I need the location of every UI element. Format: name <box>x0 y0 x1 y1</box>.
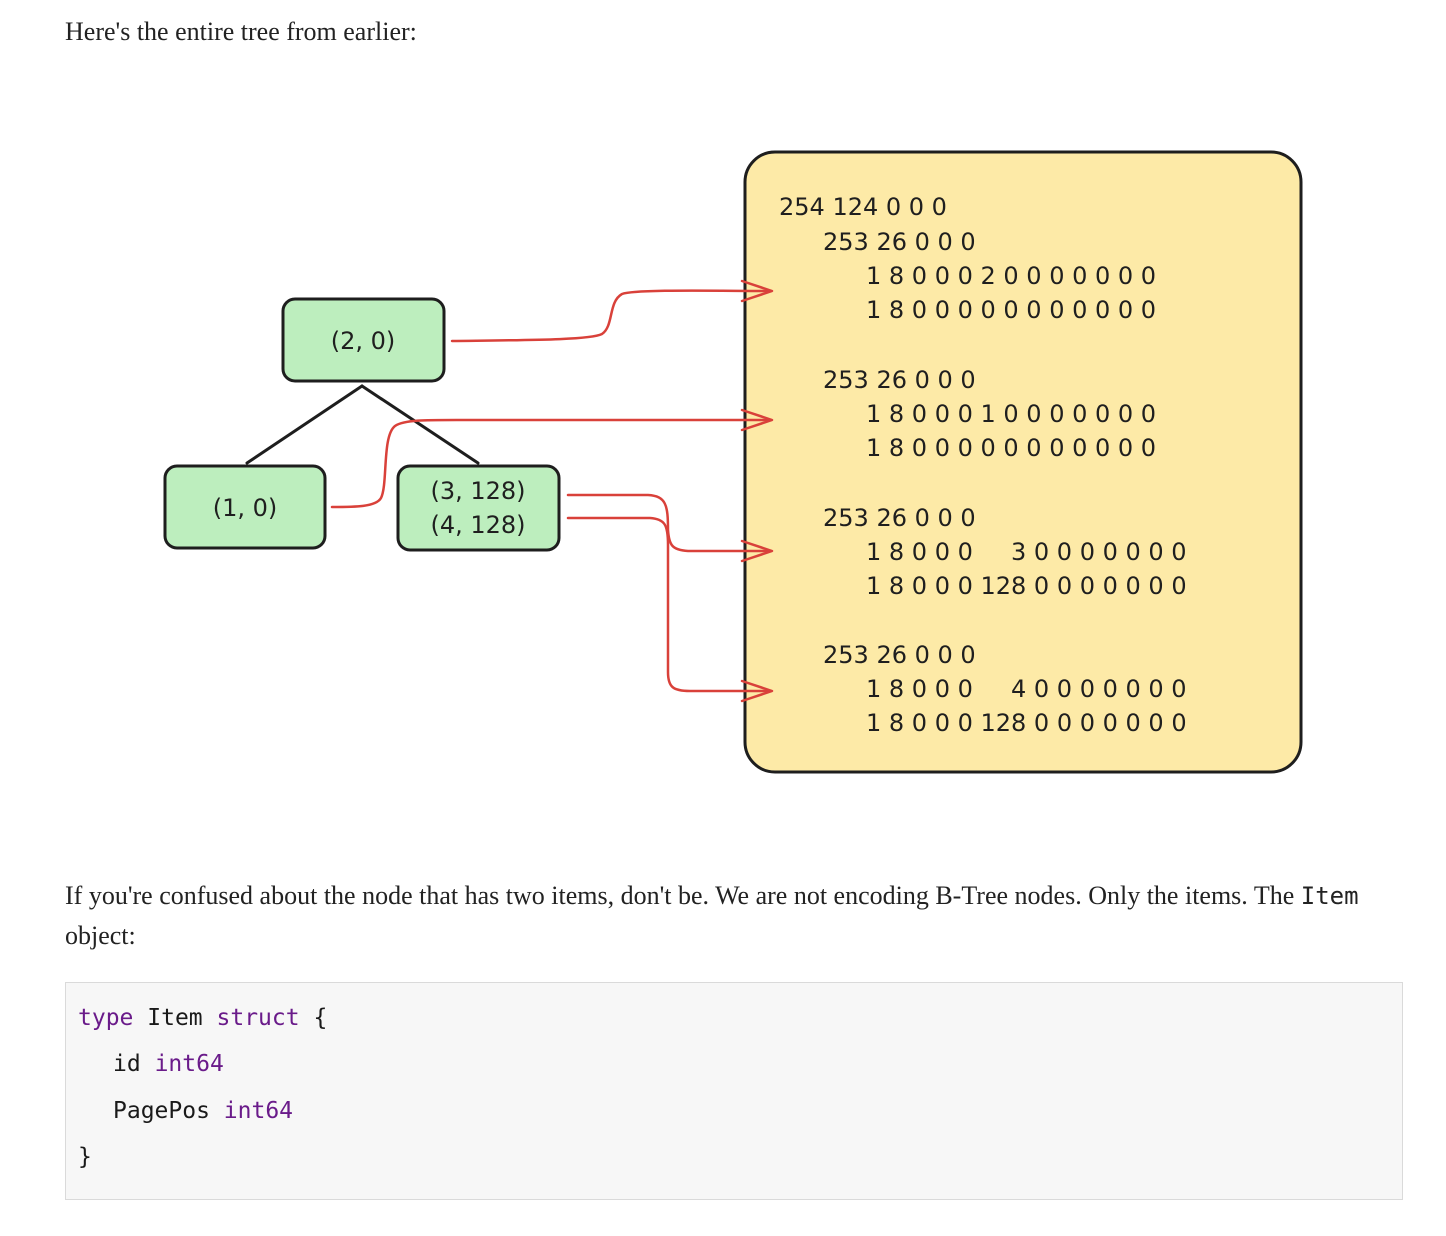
group-3-header: 253 26 0 0 0 <box>823 504 976 532</box>
code-block: type Item struct { id int64 PagePos int6… <box>65 982 1403 1200</box>
arrowhead-2 <box>740 408 774 432</box>
node-left-label: (1, 0) <box>213 494 278 522</box>
arrow-right-to-group-4 <box>566 516 772 693</box>
explanation-paragraph: If you're confused about the node that h… <box>65 876 1425 955</box>
code-line-2: id int64 <box>113 1051 224 1077</box>
struct-name: Item <box>147 1005 203 1031</box>
arrow-root-to-group-1 <box>450 289 772 343</box>
group-2-header: 253 26 0 0 0 <box>823 366 976 394</box>
encoded-bytes-panel <box>743 150 1303 774</box>
node-right-label-2: (4, 128) <box>430 511 525 539</box>
keyword-struct: struct <box>216 1005 300 1031</box>
arrowhead-1 <box>740 279 774 303</box>
code-line-1: type Item struct { <box>78 1005 327 1031</box>
node-right-label-1: (3, 128) <box>430 477 525 505</box>
edge-root-right <box>360 384 480 465</box>
group-3-row-2: 1 8 0 0 0 128 0 0 0 0 0 0 0 <box>866 572 1187 600</box>
group-1-header: 254 124 0 0 0 <box>779 193 947 221</box>
inline-code-item: Item <box>1300 882 1359 910</box>
arrow-left-to-group-2 <box>330 418 772 509</box>
group-2-row-2: 1 8 0 0 0 0 0 0 0 0 0 0 0 <box>866 434 1156 462</box>
keyword-type: type <box>78 1005 134 1031</box>
tree-node-root: (2, 0) <box>281 297 446 383</box>
tree-node-right: (3, 128) (4, 128) <box>396 464 561 552</box>
field-id: id <box>113 1051 141 1077</box>
group-1-row-1: 1 8 0 0 0 2 0 0 0 0 0 0 0 <box>866 262 1156 290</box>
group-4-header: 253 26 0 0 0 <box>823 641 976 669</box>
group-4-row-1: 1 8 0 0 0 4 0 0 0 0 0 0 0 <box>866 675 1187 703</box>
arrows <box>330 279 774 703</box>
group-1-row-2: 1 8 0 0 0 0 0 0 0 0 0 0 0 <box>866 296 1156 324</box>
open-brace: { <box>313 1005 328 1031</box>
field-pagepos: PagePos <box>113 1098 210 1124</box>
group-4-row-2: 1 8 0 0 0 128 0 0 0 0 0 0 0 <box>866 709 1187 737</box>
tree-edges <box>245 384 480 465</box>
tree-node-left: (1, 0) <box>163 464 327 550</box>
explanation-text-after: object: <box>65 921 136 950</box>
code-line-4: } <box>78 1144 92 1170</box>
close-brace: } <box>78 1144 92 1170</box>
group-2-row-1: 1 8 0 0 0 1 0 0 0 0 0 0 0 <box>866 400 1156 428</box>
code-line-3: PagePos int64 <box>113 1098 293 1124</box>
explanation-text-before: If you're confused about the node that h… <box>65 881 1301 910</box>
btree-encoding-diagram: (2, 0) (1, 0) (3, 128) (4, 128) 254 124 … <box>163 150 1303 774</box>
node-root-label: (2, 0) <box>331 327 396 355</box>
group-3-row-1: 1 8 0 0 0 3 0 0 0 0 0 0 0 <box>866 538 1187 566</box>
encoded-text: 254 124 0 0 0 253 26 0 0 0 1 8 0 0 0 2 0… <box>779 193 1187 737</box>
edge-root-left <box>245 384 364 465</box>
field-pagepos-type: int64 <box>223 1098 294 1124</box>
field-id-type: int64 <box>154 1051 224 1077</box>
group-1-sub-header: 253 26 0 0 0 <box>823 228 976 256</box>
intro-paragraph: Here's the entire tree from earlier: <box>65 17 417 46</box>
arrowhead-3 <box>740 539 774 563</box>
arrowhead-4 <box>740 679 774 703</box>
